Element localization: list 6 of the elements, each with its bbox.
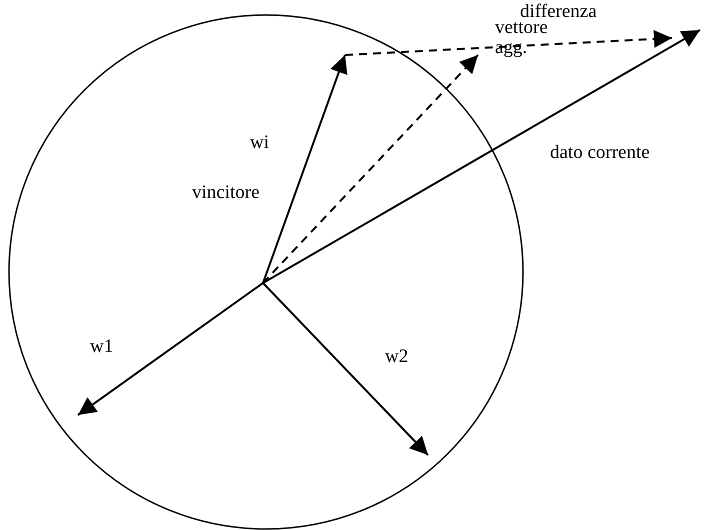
vector-label: vincitore: [192, 183, 260, 203]
vector-label: w2: [385, 347, 408, 367]
vector-label: differenza: [520, 2, 597, 22]
vector-label: dato corrente: [550, 143, 650, 163]
vector-label: w1: [90, 337, 114, 357]
vector-label: wi: [250, 133, 269, 153]
